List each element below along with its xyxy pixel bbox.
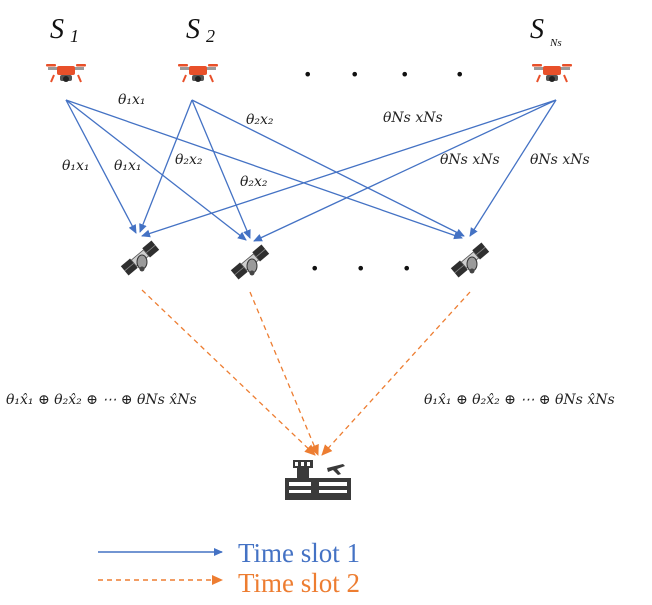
label-s2-low: θ₂x₂ [240, 174, 268, 190]
link-labels: θ₁x₁ θ₁x₁ θ₁x₁ θ₂x₂ θ₂x₂ θ₂x₂ θNs xNs θN… [62, 92, 590, 190]
source-s1-letter: S [50, 14, 64, 45]
label-s1-left: θ₁x₁ [62, 158, 90, 174]
satellite-icon [450, 242, 490, 278]
link-sn-r2 [253, 99, 557, 242]
combined-signal-left: θ₁x̂₁ ⊕ θ₂x̂₂ ⊕ ⋯ ⊕ θNs x̂Ns [6, 392, 197, 408]
legend-item-time-slot-1: Time slot 1 [98, 538, 360, 568]
link-s1-r2 [65, 99, 247, 241]
link-r1-d [141, 289, 316, 456]
satellite-icon [120, 240, 160, 276]
legend-item-time-slot-2: Time slot 2 [98, 568, 360, 598]
label-sn-top: θNs xNs [383, 110, 443, 126]
source-s2-letter: S [186, 14, 200, 45]
label-sn-right: θNs xNs [530, 152, 590, 168]
time-slot-2-links [141, 289, 471, 456]
link-s1-r3 [65, 99, 463, 240]
source-label-sn: S Ns [530, 14, 562, 49]
label-s1-mid: θ₁x₁ [114, 158, 142, 174]
link-s2-r2 [191, 99, 251, 239]
ellipsis-dot: • [400, 65, 409, 84]
relay-ellipsis: • • • [310, 259, 411, 278]
link-s2-r1 [139, 99, 193, 233]
legend-label-time-slot-1: Time slot 1 [238, 538, 360, 568]
link-s2-r3 [191, 99, 465, 237]
legend-label-time-slot-2: Time slot 2 [238, 568, 360, 598]
source-sn-letter: S [530, 14, 544, 45]
time-slot-1-links [65, 99, 557, 242]
ellipsis-dot: • [303, 65, 312, 84]
source-ellipsis: • • • • [303, 65, 464, 84]
ellipsis-dot: • [310, 259, 319, 278]
source-sn-sub: Ns [549, 37, 562, 49]
ellipsis-dot: • [356, 259, 365, 278]
drone-icon [177, 63, 219, 83]
ellipsis-dot: • [350, 65, 359, 84]
link-s1-r1 [65, 99, 137, 234]
source-label-s1: S 1 [50, 14, 79, 46]
ellipsis-dot: • [402, 259, 411, 278]
label-s1-top: θ₁x₁ [118, 92, 146, 108]
label-s2-mid: θ₂x₂ [175, 152, 203, 168]
link-sn-r1 [141, 99, 557, 238]
label-sn-mid: θNs xNs [440, 152, 500, 168]
source-label-s2: S 2 [186, 14, 215, 46]
drone-icon [531, 63, 573, 83]
link-sn-r3 [469, 99, 557, 237]
label-s2-top: θ₂x₂ [246, 112, 274, 128]
link-r2-d [249, 291, 319, 456]
legend: Time slot 1 Time slot 2 [98, 538, 360, 598]
drone-icon [45, 63, 87, 83]
ellipsis-dot: • [455, 65, 464, 84]
source-s1-sub: 1 [70, 26, 79, 46]
satellite-icon [230, 244, 270, 280]
link-r3-d [321, 291, 471, 456]
source-s2-sub: 2 [206, 26, 215, 46]
combined-signal-right: θ₁x̂₁ ⊕ θ₂x̂₂ ⊕ ⋯ ⊕ θNs x̂Ns [424, 392, 615, 408]
control-tower-icon [285, 460, 351, 500]
